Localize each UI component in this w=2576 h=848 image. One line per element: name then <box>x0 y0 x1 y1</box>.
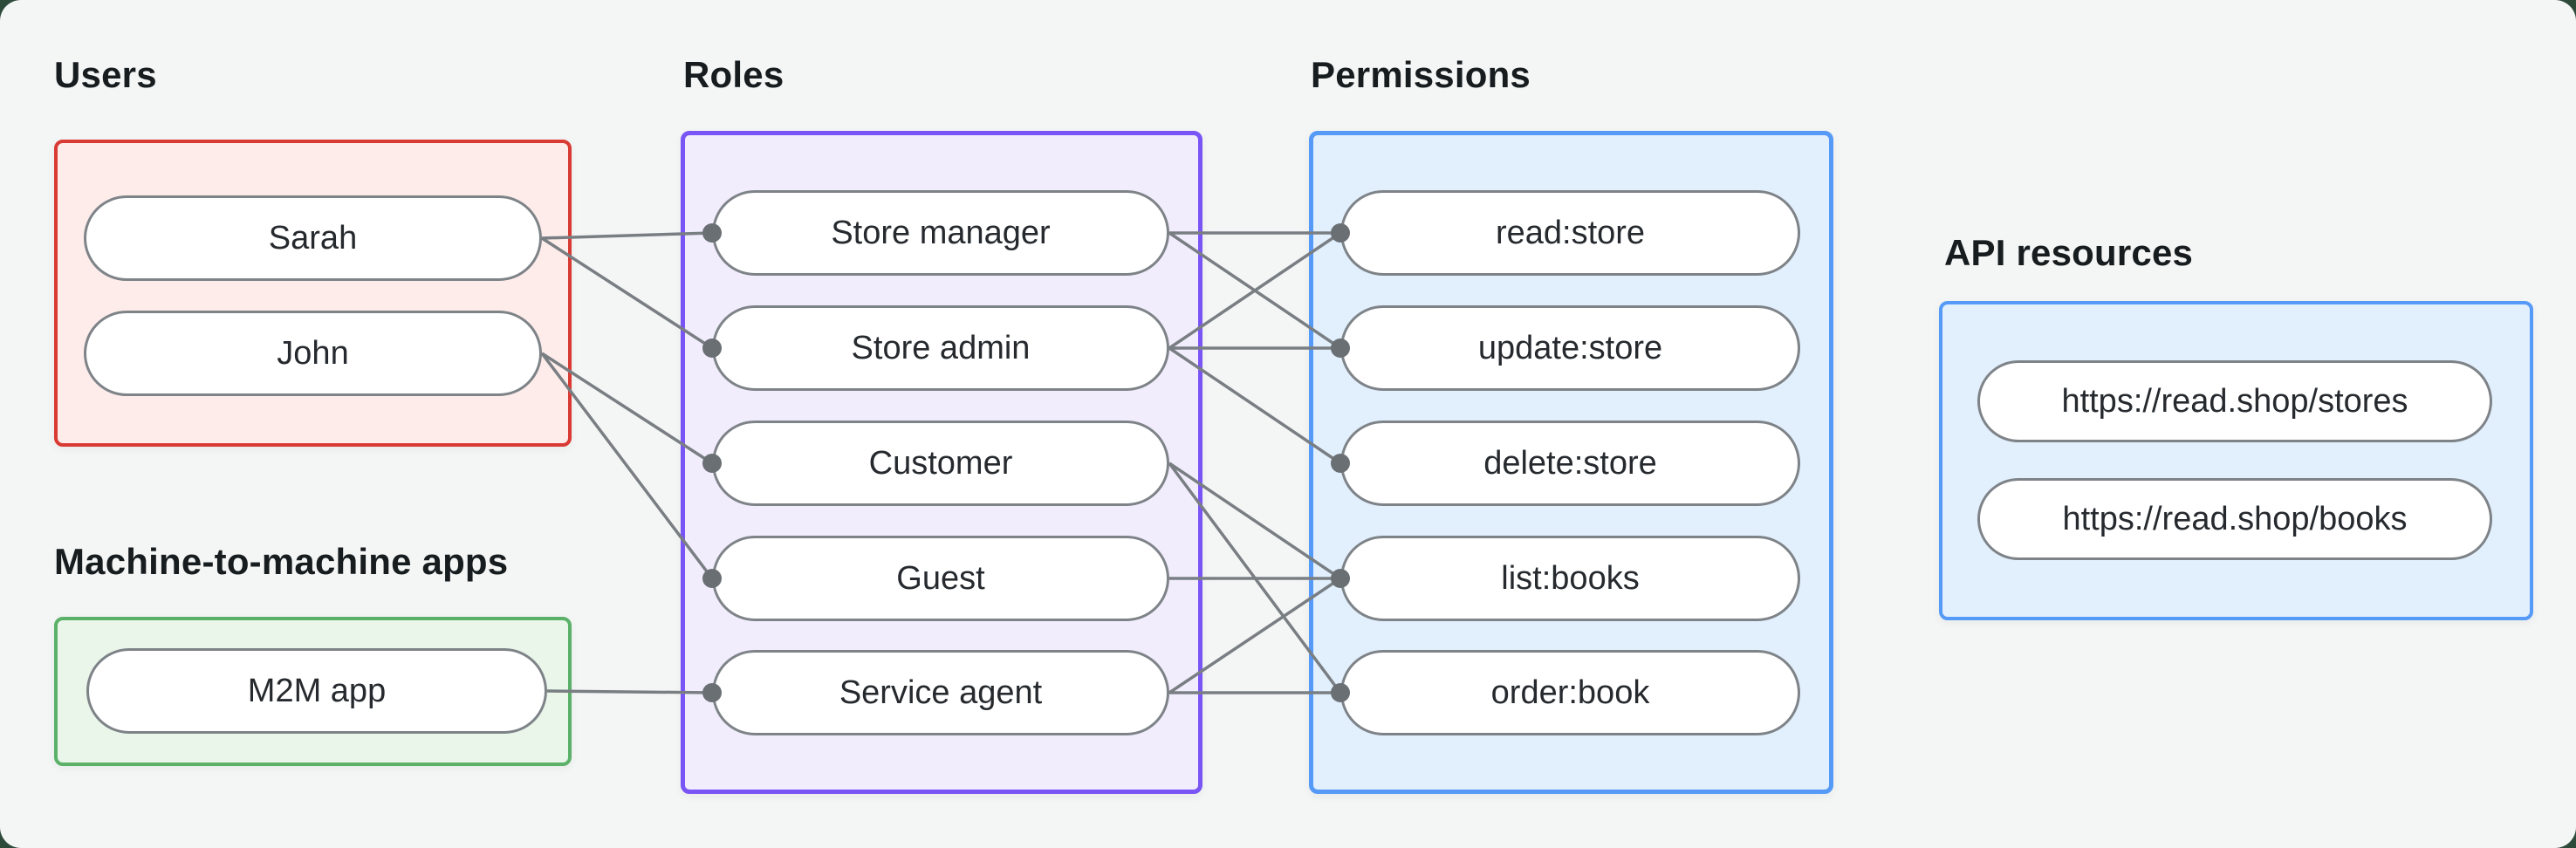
node-store-admin: Store admin <box>712 305 1169 391</box>
node-stores-api: https://read.shop/stores <box>1977 360 2492 442</box>
node-order-book: order:book <box>1340 650 1800 735</box>
node-service-agent: Service agent <box>712 650 1169 735</box>
node-update-store: update:store <box>1340 305 1800 391</box>
group-label-m2m-apps: Machine-to-machine apps <box>54 541 509 582</box>
node-customer: Customer <box>712 421 1169 506</box>
node-delete-store: delete:store <box>1340 421 1800 506</box>
node-guest: Guest <box>712 536 1169 621</box>
group-label-roles: Roles <box>683 54 784 95</box>
group-box-api-resources <box>1939 301 2533 620</box>
node-books-api: https://read.shop/books <box>1977 478 2492 560</box>
node-read-store: read:store <box>1340 190 1800 276</box>
node-john: John <box>84 311 542 396</box>
group-label-permissions: Permissions <box>1311 54 1531 95</box>
group-label-api-resources: API resources <box>1944 232 2194 273</box>
node-m2m-app: M2M app <box>86 648 547 734</box>
node-store-manager: Store manager <box>712 190 1169 276</box>
group-label-users: Users <box>54 54 157 95</box>
group-box-users <box>54 140 572 447</box>
node-sarah: Sarah <box>84 195 542 281</box>
node-list-books: list:books <box>1340 536 1800 621</box>
